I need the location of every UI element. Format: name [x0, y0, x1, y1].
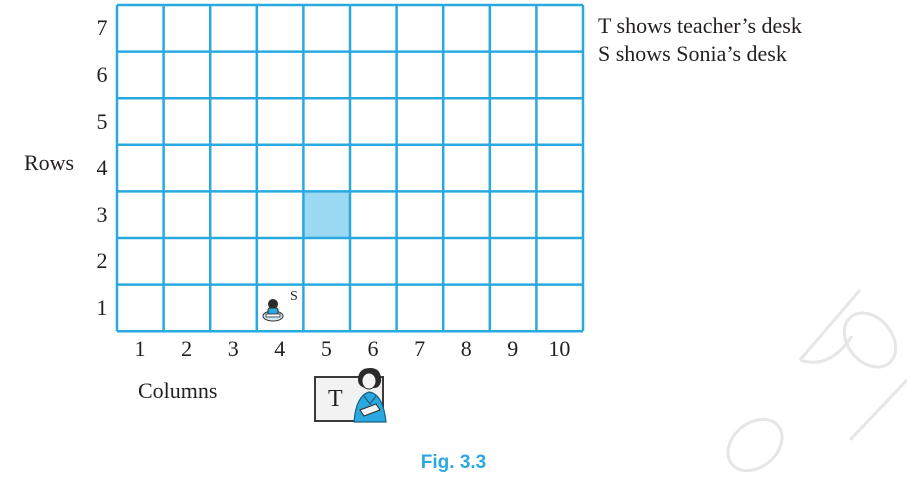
- legend: T shows teacher’s desk S shows Sonia’s d…: [598, 12, 802, 68]
- row-label: 3: [96, 201, 108, 227]
- row-label: 7: [96, 15, 108, 41]
- figure-caption: Fig. 3.3: [420, 452, 487, 473]
- column-label: 2: [181, 336, 193, 361]
- highlighted-desk-cell: [303, 191, 350, 238]
- column-label: 1: [134, 336, 146, 361]
- legend-sonia-desk: S shows Sonia’s desk: [598, 41, 787, 66]
- rows-axis-title: Rows: [24, 150, 75, 175]
- teacher-figure-icon: [353, 368, 387, 423]
- row-label: 6: [96, 61, 108, 87]
- column-label: 10: [548, 336, 571, 361]
- columns-axis-title: Columns: [138, 378, 218, 403]
- column-label: 3: [227, 336, 239, 361]
- column-label: 6: [367, 336, 379, 361]
- row-label: 4: [96, 155, 108, 181]
- legend-teacher-desk: T shows teacher’s desk: [598, 13, 802, 38]
- column-label: 7: [414, 336, 426, 361]
- column-label: 8: [460, 336, 472, 361]
- sonia-figure-icon: [262, 299, 284, 322]
- grid-lines: [115, 3, 585, 333]
- teacher-desk-label: T: [328, 386, 343, 412]
- row-label: 2: [96, 248, 108, 274]
- row-label: 1: [96, 294, 108, 320]
- column-label: 9: [507, 336, 519, 361]
- column-label: 4: [274, 336, 286, 361]
- sonia-desk-label: S: [290, 289, 298, 304]
- row-label: 5: [96, 108, 108, 134]
- column-label: 5: [320, 336, 332, 361]
